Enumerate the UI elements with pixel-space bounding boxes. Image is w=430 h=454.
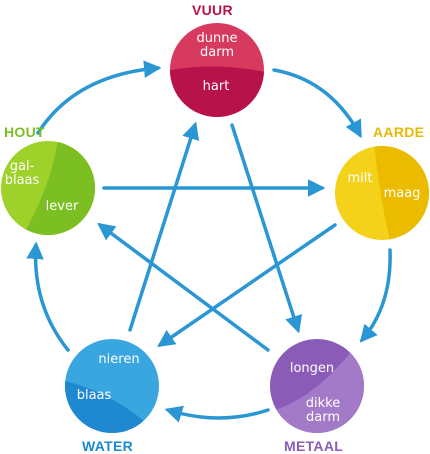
arrow-water-to-vuur	[128, 121, 200, 332]
hout-label: HOUT	[4, 124, 45, 140]
controlling-cycle-arrows	[97, 121, 337, 352]
metaal-label: METAAL	[284, 438, 344, 454]
organ-milt: milt	[347, 171, 373, 186]
organ-dikke-darm: dikke darm	[305, 396, 341, 425]
vuur-label: VUUR	[192, 2, 233, 18]
arrow-metaal-to-hout	[97, 222, 270, 352]
arrow-water-to-hout	[26, 241, 70, 352]
generating-cycle-arrows	[26, 60, 392, 423]
organ-hart: hart	[202, 79, 230, 94]
aarde-label: AARDE	[373, 124, 425, 140]
arrow-hout-to-vuur	[36, 60, 162, 135]
organ-nieren: nieren	[98, 352, 140, 367]
arrow-aarde-to-water	[157, 223, 337, 347]
organ-gal-blaas: gal-blaas	[4, 159, 40, 188]
organ-lever: lever	[45, 199, 79, 214]
organ-maag: maag	[383, 186, 421, 201]
organ-blaas: blaas	[76, 388, 112, 403]
organ-dunne-darm: dunne darm	[196, 31, 238, 60]
arrow-vuur-to-metaal	[230, 123, 303, 334]
metaal-circle	[270, 339, 364, 433]
hout-circle	[1, 141, 95, 235]
arrow-vuur-to-aarde	[272, 68, 362, 139]
organ-longen: longen	[289, 361, 335, 376]
arrow-aarde-to-metaal	[359, 248, 392, 343]
water-label: WATER	[82, 438, 134, 454]
arrow-metaal-to-water	[164, 405, 270, 423]
